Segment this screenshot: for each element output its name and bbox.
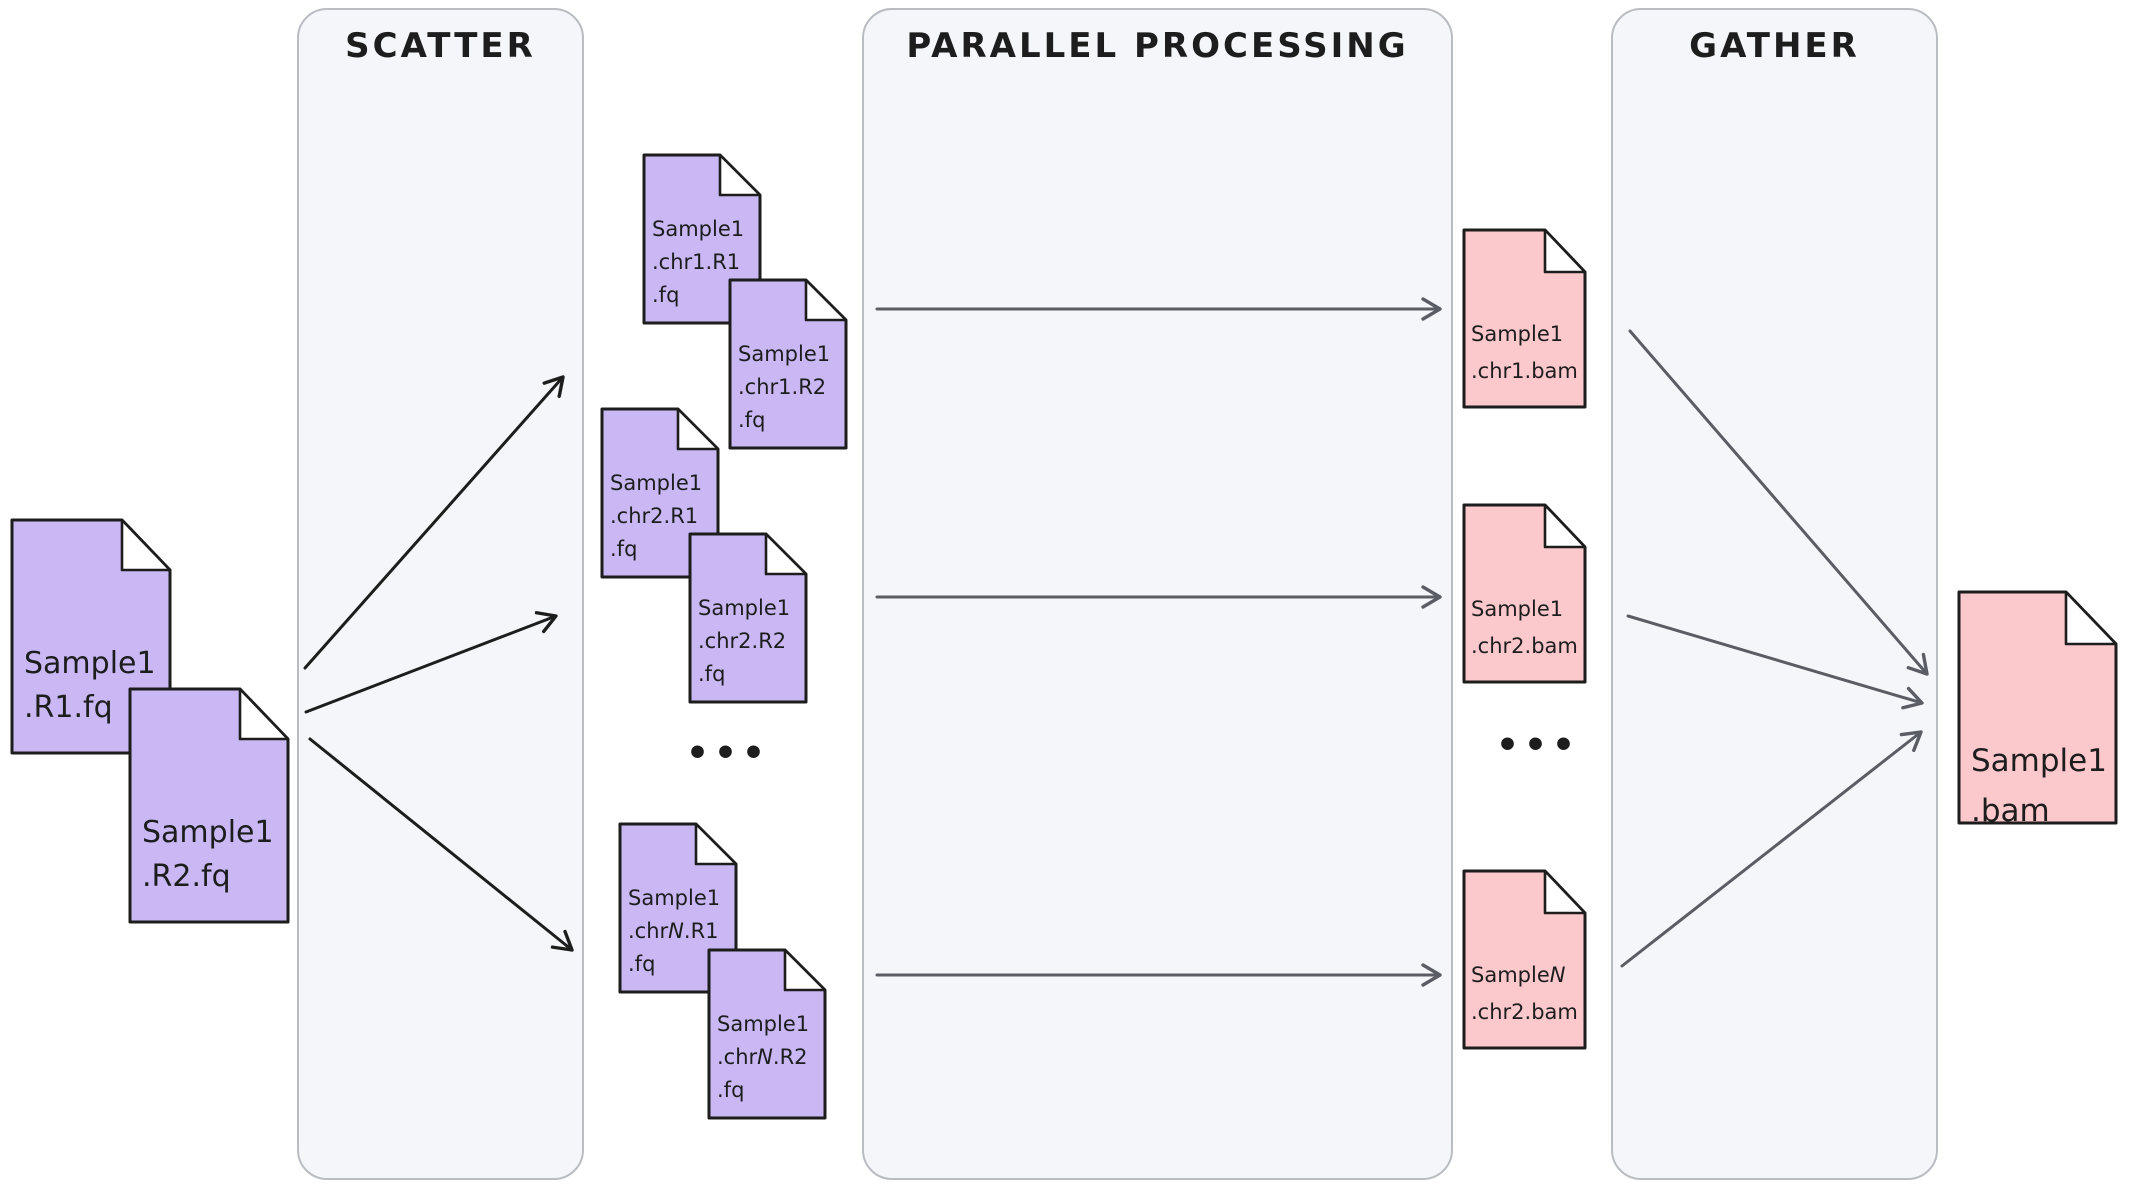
- file-label-line: .chr1.R1: [652, 250, 741, 274]
- file-sample1-bam: Sample1 .bam: [1957, 590, 2118, 829]
- file-label-line: .chr1.R2: [738, 375, 827, 399]
- file-label-line: Sample1: [738, 342, 831, 366]
- file-label-line: Sample1: [1471, 322, 1564, 346]
- file-label-line: Sample1: [1971, 743, 2107, 779]
- file-label-line: Sample1: [628, 886, 721, 910]
- document-icon: [1957, 590, 2118, 825]
- parallel-processing-panel: PARALLEL PROCESSING: [862, 8, 1453, 1180]
- gather-arrow-chrN: [1620, 730, 1923, 968]
- file-sample1-chr2-bam: Sample1 .chr2.bam: [1462, 503, 1587, 684]
- file-label-line: .fq: [610, 537, 638, 561]
- file-sample1-r2-fq: Sample1 .R2.fq: [128, 687, 290, 924]
- file-label-line: .fq: [698, 662, 726, 686]
- file-label-line: Sample1: [652, 217, 745, 241]
- file-label-line: .R1.fq: [24, 690, 113, 725]
- file-label-line: .chrN.R2: [717, 1045, 808, 1069]
- document-icon: [707, 948, 827, 1120]
- file-sample1-chr1-bam: Sample1 .chr1.bam: [1462, 228, 1587, 409]
- file-label-line: .fq: [717, 1078, 745, 1102]
- file-label-line: .R2.fq: [142, 859, 231, 894]
- fastq-ellipsis: •••: [686, 733, 771, 774]
- file-label-line: .chr2.bam: [1471, 1000, 1578, 1024]
- document-icon: [618, 822, 738, 994]
- document-icon: [728, 278, 848, 450]
- file-label-line: SampleN: [1471, 963, 1566, 987]
- gather-panel-title: GATHER: [1689, 26, 1860, 66]
- scatter-arrow-chr2: [304, 611, 558, 714]
- document-icon: [128, 687, 290, 924]
- file-label-line: .fq: [652, 283, 680, 307]
- file-label-line: .chr1.bam: [1471, 359, 1578, 383]
- gather-arrow-chr1: [1628, 329, 1929, 676]
- file-sample1-chrN-r1-fq: Sample1 .chrN.R1 .fq: [618, 822, 738, 994]
- gather-panel: GATHER: [1611, 8, 1938, 1180]
- parallel-processing-panel-title: PARALLEL PROCESSING: [906, 26, 1409, 66]
- file-label-line: Sample1: [698, 596, 791, 620]
- bam-ellipsis: •••: [1496, 725, 1581, 766]
- file-label-line: .fq: [628, 952, 656, 976]
- file-label-line: .fq: [738, 408, 766, 432]
- file-label-line: .chr2.R1: [610, 504, 699, 528]
- file-label-line: Sample1: [717, 1012, 810, 1036]
- document-icon: [1462, 869, 1587, 1050]
- scatter-panel-title: SCATTER: [345, 26, 536, 66]
- file-label-line: .chr2.bam: [1471, 634, 1578, 658]
- file-sample1-chr2-r2-fq: Sample1 .chr2.R2 .fq: [688, 532, 808, 704]
- document-icon: [688, 532, 808, 704]
- file-label-line: .chr2.R2: [698, 629, 787, 653]
- file-sampleN-chr2-bam: SampleN .chr2.bam: [1462, 869, 1587, 1050]
- document-icon: [1462, 228, 1587, 409]
- file-label-line: Sample1: [1471, 597, 1564, 621]
- file-label-line: Sample1: [142, 815, 274, 850]
- document-icon: [1462, 503, 1587, 684]
- file-label-line: Sample1: [24, 646, 156, 681]
- file-sample1-chr1-r2-fq: Sample1 .chr1.R2 .fq: [728, 278, 848, 450]
- scatter-panel: SCATTER: [297, 8, 584, 1180]
- gather-arrow-chr2: [1626, 614, 1924, 710]
- scatter-arrow-chr1: [303, 375, 565, 670]
- scatter-arrow-chrN: [308, 737, 574, 952]
- file-label-line: .bam: [1971, 793, 2050, 829]
- file-label-line: Sample1: [610, 471, 703, 495]
- file-label-line: .chrN.R1: [628, 919, 719, 943]
- file-sample1-chrN-r2-fq: Sample1 .chrN.R2 .fq: [707, 948, 827, 1120]
